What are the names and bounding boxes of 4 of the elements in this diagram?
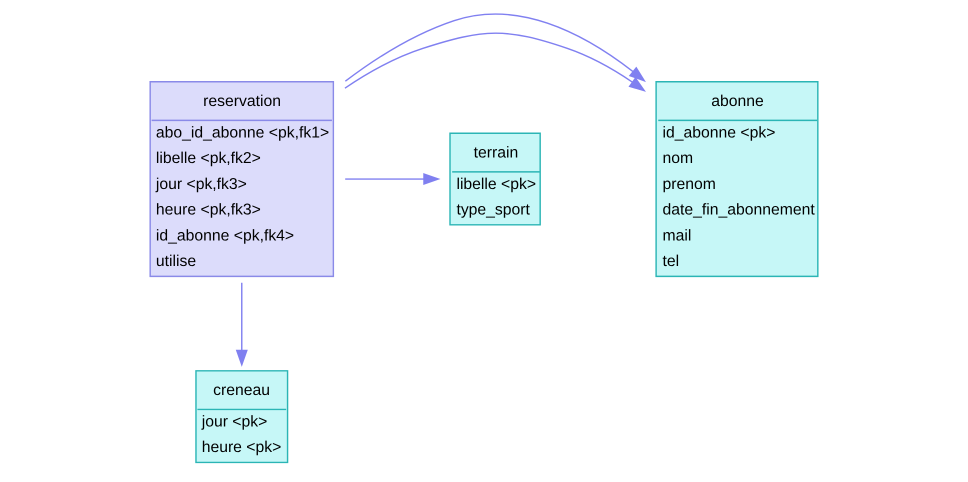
arrow (344, 14, 646, 82)
arrow (345, 173, 440, 186)
arrow (236, 282, 248, 367)
arrow (344, 32, 646, 92)
